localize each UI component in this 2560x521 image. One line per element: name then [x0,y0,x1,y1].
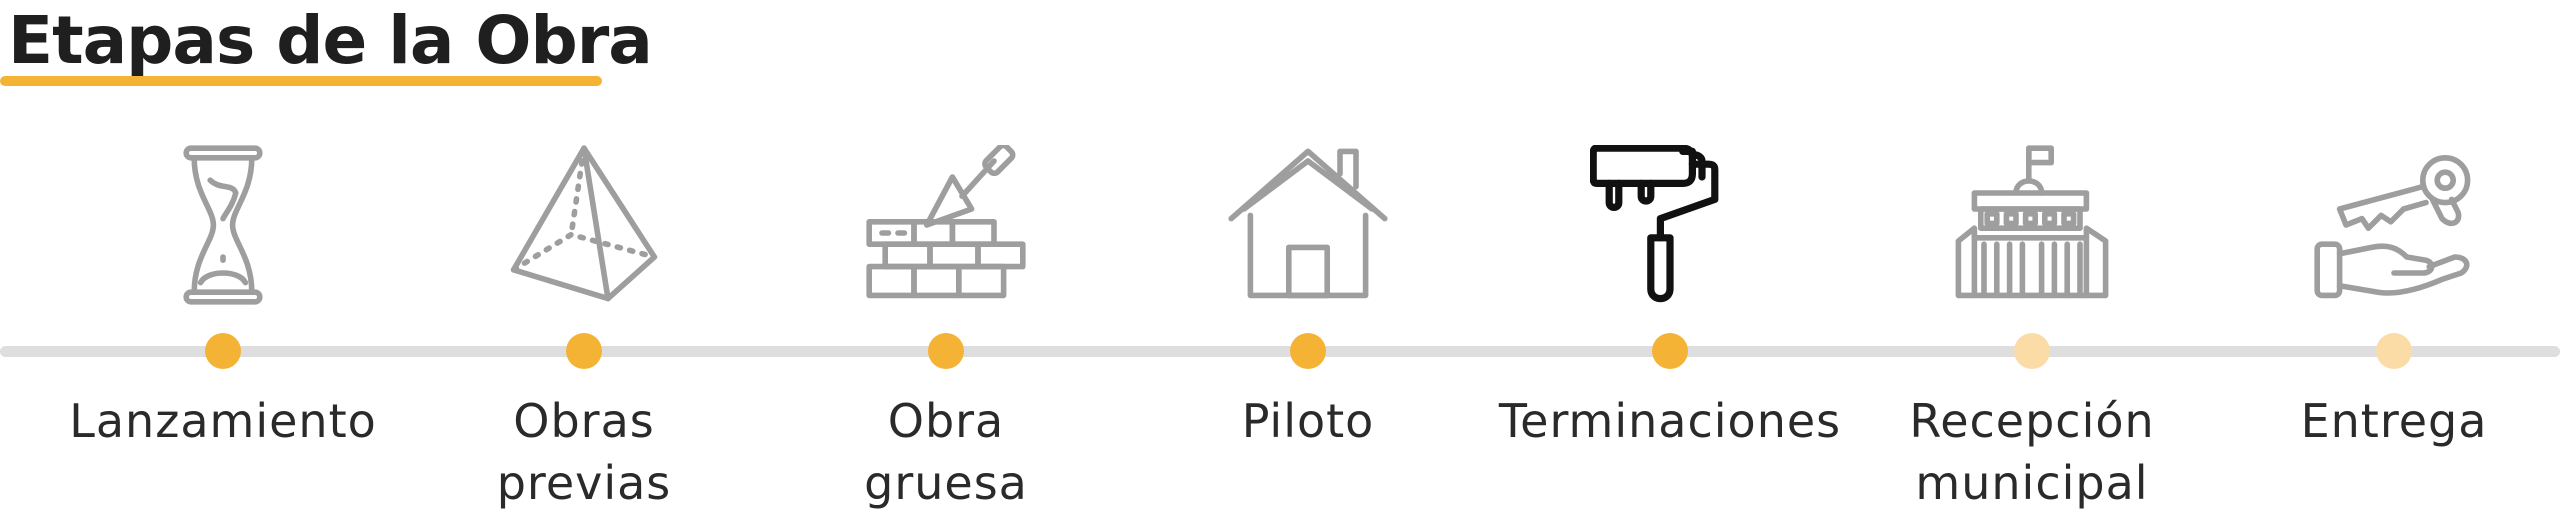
stage-label: Obras previas [496,394,672,510]
stage-piloto: Piloto [1128,0,1488,521]
stage-recepcion-municipal: Recepción municipal [1852,0,2212,521]
stage-dot [2376,333,2412,369]
brick-wall-trowel-icon [866,145,1026,305]
stage-label: Entrega [2300,394,2488,448]
stage-obra-gruesa: Obra gruesa [766,0,1126,521]
page-title: Etapas de la Obra [8,2,653,79]
key-in-hand-icon [2314,145,2474,305]
title-underline [0,76,602,86]
stage-terminaciones: Terminaciones [1490,0,1850,521]
stage-dot [928,333,964,369]
stage-label: Piloto [1241,394,1375,448]
stage-obras-previas: Obras previas [404,0,764,521]
hourglass-icon [143,145,303,305]
timeline-line [0,346,2560,357]
stage-label: Terminaciones [1498,394,1842,448]
pyramid-icon [504,145,664,305]
municipal-building-icon [1952,145,2112,305]
stage-dot [566,333,602,369]
stage-label: Obra gruesa [864,394,1028,510]
paint-roller-icon [1590,145,1750,305]
stage-label: Lanzamiento [69,394,377,448]
house-icon [1228,145,1388,305]
stage-dot [1652,333,1688,369]
stage-entrega: Entrega [2214,0,2560,521]
stage-dot [1290,333,1326,369]
stage-dot [205,333,241,369]
stage-dot [2014,333,2050,369]
stage-lanzamiento: Lanzamiento [43,0,403,521]
stage-label: Recepción municipal [1909,394,2155,510]
